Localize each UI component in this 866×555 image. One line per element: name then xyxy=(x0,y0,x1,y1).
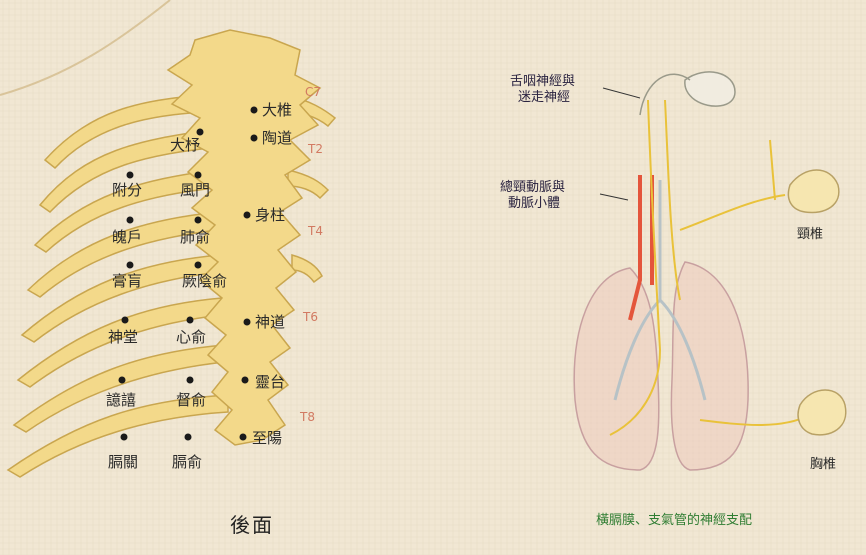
point-jueyinshu: 厥陰俞 xyxy=(182,274,227,289)
artery-annotation-line1: 總頸動脈與 xyxy=(500,180,565,196)
vertebra-number-t2: T2 xyxy=(308,143,323,155)
vertebra-number-t4: T4 xyxy=(308,225,323,237)
vertebra-number-t6: T6 xyxy=(303,311,318,323)
point-shentang: 神堂 xyxy=(108,330,138,345)
point-lingtai: 靈台 xyxy=(255,375,285,390)
vertebra-number-t8: T8 xyxy=(300,411,315,423)
left-caption: 後面 xyxy=(230,515,274,535)
point-fengmen: 風門 xyxy=(180,183,210,198)
point-shenzhu: 身柱 xyxy=(255,208,285,223)
point-taodao: 陶道 xyxy=(262,131,292,146)
vertebra-number-c7: C7 xyxy=(305,86,321,98)
point-yixi: 譩譆 xyxy=(106,393,136,408)
artery-annotation-line2: 動脈小體 xyxy=(500,196,565,212)
right-caption: 橫膈膜、支氣管的神經支配 xyxy=(596,514,752,527)
cervical-label: 頸椎 xyxy=(797,228,823,241)
point-zhiyang: 至陽 xyxy=(252,431,282,446)
point-pohu: 魄戶 xyxy=(112,230,142,245)
point-gaohuang: 膏肓 xyxy=(112,274,142,289)
point-dazhu: 大杼 xyxy=(170,138,200,153)
point-geguan: 膈關 xyxy=(108,455,138,470)
point-geshu: 膈俞 xyxy=(172,455,202,470)
nerve-annotation-line1: 舌咽神經與 xyxy=(510,74,575,90)
point-shendao: 神道 xyxy=(255,315,285,330)
nerve-annotation: 舌咽神經與 迷走神經 xyxy=(510,74,575,107)
point-feishu: 肺俞 xyxy=(180,230,210,245)
point-dazhui: 大椎 xyxy=(262,103,292,118)
artery-annotation: 總頸動脈與 動脈小體 xyxy=(500,180,565,213)
thoracic-label: 胸椎 xyxy=(810,458,836,471)
nerve-annotation-line2: 迷走神經 xyxy=(510,90,575,106)
point-xinshu: 心俞 xyxy=(176,330,206,345)
point-fufen: 附分 xyxy=(112,183,142,198)
point-dushu: 督俞 xyxy=(176,393,206,408)
